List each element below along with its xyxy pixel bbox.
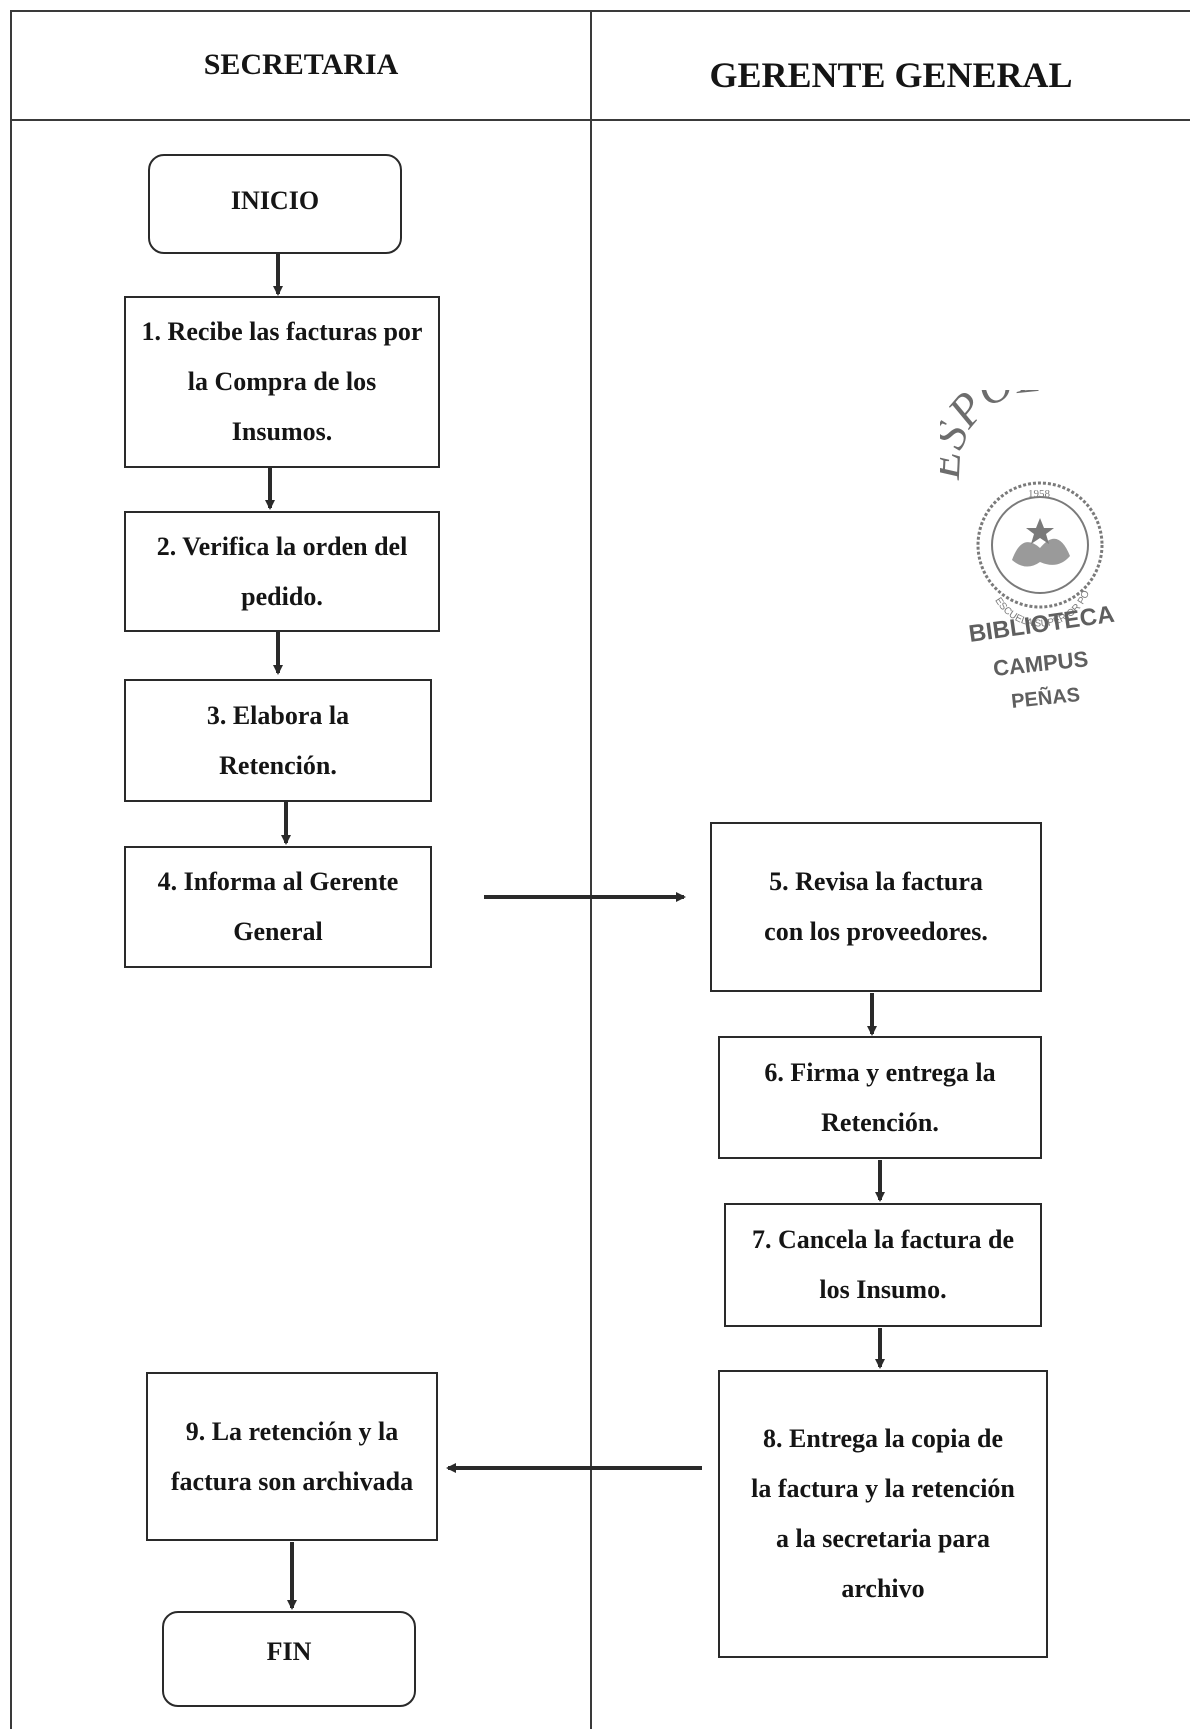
node-start: INICIO [148, 154, 402, 254]
node-step-1-label: 1. Recibe las facturas por la Compra de … [141, 317, 423, 446]
node-step-5-label: 5. Revisa la factura con los proveedores… [764, 867, 988, 946]
node-end: FIN [162, 1611, 416, 1707]
node-step-4-label: 4. Informa al Gerente General [157, 867, 399, 946]
stamp-campus: CAMPUS [992, 646, 1089, 681]
library-seal-stamp: ESPOL 1958 ESCUELA SUPERIOR POLITECNICA … [940, 390, 1116, 713]
node-step-3: 3. Elabora la Retención. [124, 679, 432, 802]
node-step-7: 7. Cancela la factura de los Insumo. [724, 1203, 1042, 1327]
stamp-penas: PEÑAS [1010, 683, 1081, 713]
svg-text:1958: 1958 [1028, 488, 1051, 500]
header-rule [10, 119, 1190, 121]
node-step-2: 2. Verifica la orden del pedido. [124, 511, 440, 632]
svg-text:ESCUELA SUPERIOR POLITECNICA D: ESCUELA SUPERIOR POLITECNICA DEL LITORAL [940, 390, 1092, 630]
node-step-8-label: 8. Entrega la copia de la factura y la r… [751, 1424, 1015, 1603]
node-step-9-label: 9. La retención y la factura son archiva… [170, 1416, 414, 1496]
node-step-1: 1. Recibe las facturas por la Compra de … [124, 296, 440, 468]
stamp-espol-text: ESPOL [940, 390, 1044, 482]
node-step-8: 8. Entrega la copia de la factura y la r… [718, 1370, 1048, 1658]
node-step-6-label: 6. Firma y entrega la Retención. [764, 1057, 996, 1137]
node-step-2-label: 2. Verifica la orden del pedido. [156, 531, 408, 611]
lane-divider [590, 10, 592, 1729]
node-step-3-label: 3. Elabora la Retención. [206, 700, 350, 780]
lane-title-gerente-general: GERENTE GENERAL [709, 55, 1073, 95]
diagram-frame [10, 10, 1190, 1729]
node-start-label: INICIO [230, 186, 320, 215]
node-end-label: FIN [266, 1637, 312, 1666]
lane-title-secretaria: SECRETARIA [203, 48, 399, 81]
node-step-7-label: 7. Cancela la factura de los Insumo. [751, 1225, 1015, 1304]
node-step-9: 9. La retención y la factura son archiva… [146, 1372, 438, 1541]
node-step-6: 6. Firma y entrega la Retención. [718, 1036, 1042, 1159]
node-step-5: 5. Revisa la factura con los proveedores… [710, 822, 1042, 992]
node-step-4: 4. Informa al Gerente General [124, 846, 432, 968]
